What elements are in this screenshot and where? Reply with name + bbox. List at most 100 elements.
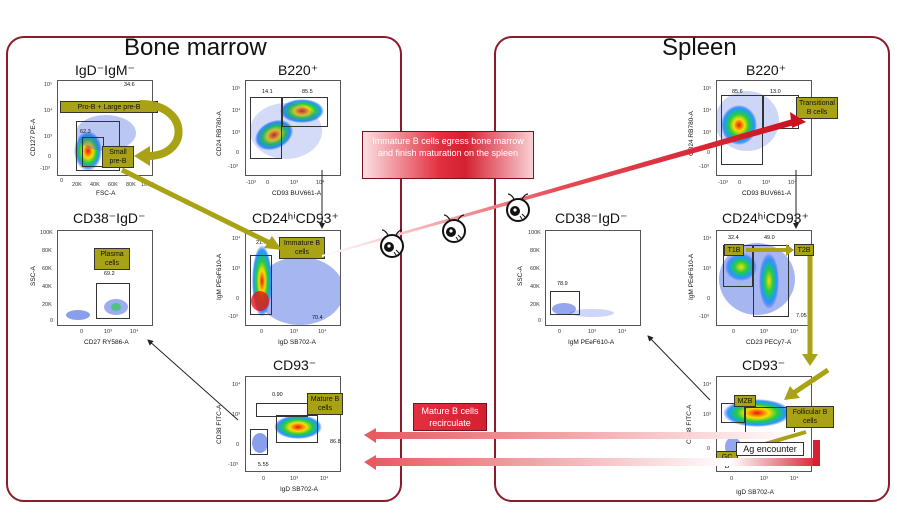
xtick: 10⁴ — [130, 329, 139, 335]
ytick: 10⁴ — [44, 108, 53, 114]
plot-title-sp-cd24: CD24ʰⁱCD93⁺ — [722, 210, 809, 226]
ytick: 10³ — [703, 412, 711, 418]
gate-bm-cd24-immature — [250, 255, 272, 315]
xtick: 80K — [126, 182, 136, 188]
xtick: 10⁴ — [316, 180, 325, 186]
ytick: 10³ — [232, 412, 240, 418]
ytick: 20K — [42, 302, 52, 308]
olive-arrow-to-mzb — [790, 367, 830, 397]
ytick: 10³ — [703, 266, 711, 272]
ytick: 10⁵ — [232, 86, 241, 92]
plot-title-sp-b220: B220⁺ — [746, 62, 787, 78]
pct-bm-cd24-bottom: 70.4 — [312, 315, 323, 321]
ytick: -10³ — [228, 462, 238, 468]
pct-sp-cd24-bottom: 7.05 — [796, 313, 807, 319]
recirc-arrow-1-head — [364, 428, 376, 443]
bone-marrow-title: Bone marrow — [124, 34, 267, 61]
ytick: 10³ — [232, 266, 240, 272]
gate-bm-cd93-mature — [276, 415, 318, 443]
xtick: 0 — [60, 178, 64, 184]
ytick: -10³ — [40, 166, 50, 172]
density-bm-igdigm — [74, 115, 136, 171]
bone-marrow-panel — [6, 36, 402, 502]
density-sp-cd24 — [719, 243, 795, 315]
xlabel-bm-b220: CD93 BUV661-A — [272, 190, 322, 197]
pct-sp-b220-right: 13.0 — [770, 89, 781, 95]
ytick: 0 — [236, 296, 240, 302]
xtick: 40K — [90, 182, 100, 188]
olive-arrow-t2-down-head — [802, 354, 818, 366]
plot-title-bm-b220: B220⁺ — [278, 62, 319, 78]
label-t1b: T1B — [724, 244, 744, 256]
ytick: -10³ — [228, 314, 238, 320]
xlabel-sp-cd38: IgM PEeF610-A — [568, 339, 615, 346]
xtick: 10³ — [760, 476, 768, 482]
ytick: 10⁵ — [44, 82, 53, 88]
pct-sp-b220-left: 85.6 — [732, 89, 743, 95]
ytick: 100K — [40, 230, 53, 236]
ytick: 100K — [528, 230, 541, 236]
xtick: 10⁴ — [790, 476, 799, 482]
xtick: -10³ — [718, 180, 728, 186]
pct-bm-cd24-gate: 21.7 — [256, 240, 267, 246]
olive-arrow-small-to-immature-head — [264, 236, 282, 250]
ytick: 60K — [42, 266, 52, 272]
pct-sp-t1: 32.4 — [728, 235, 739, 241]
ytick: 10³ — [703, 130, 711, 136]
scatter-bm-cd38 — [66, 299, 128, 320]
xtick: -10³ — [246, 180, 256, 186]
xtick: 0 — [730, 476, 734, 482]
density-bm-cd93neg — [252, 415, 322, 453]
pct-bm-cd93-right: 86.8 — [330, 439, 341, 445]
plot-bm-b220 — [245, 80, 341, 176]
xtick: 10⁴ — [618, 329, 627, 335]
recirc-arrow-1 — [372, 432, 800, 439]
pct-sp-cd38: 78.9 — [557, 281, 568, 287]
xlabel-bm-igdigm: FSC-A — [96, 190, 116, 197]
pct-bm-b220-left: 14.1 — [262, 89, 273, 95]
ytick: 10⁴ — [232, 236, 241, 242]
plot-bm-cd93neg — [245, 376, 341, 472]
recirc-arrow-2 — [372, 458, 820, 466]
plot-bm-cd38 — [57, 230, 153, 326]
olive-curve-arrow-head — [134, 146, 150, 166]
gate-bm-b220-right — [282, 97, 328, 127]
ytick: 0 — [236, 442, 240, 448]
xtick: 10³ — [290, 476, 298, 482]
spleen-panel — [494, 36, 890, 502]
migrating-cell-icon — [506, 193, 530, 222]
olive-arrow-t1-t2-head — [786, 244, 794, 256]
gate-sp-mzb — [721, 403, 745, 423]
xtick: 0 — [558, 329, 562, 335]
ytick: 10⁴ — [703, 108, 712, 114]
egress-arrow-head — [790, 112, 806, 128]
ytick: 0 — [707, 150, 711, 156]
ytick: 0 — [48, 154, 52, 160]
ytick: 0 — [236, 150, 240, 156]
pct-bm-igdigm-top: 34.6 — [124, 82, 135, 88]
ytick: 10⁴ — [232, 382, 241, 388]
xtick: 10⁴ — [788, 180, 797, 186]
ytick: 0 — [707, 446, 711, 452]
ytick: 0 — [707, 296, 711, 302]
olive-arrow-to-mzb-head — [784, 386, 800, 400]
xlabel-sp-cd93neg: IgD SB702-A — [736, 489, 774, 496]
xtick: 10⁴ — [320, 476, 329, 482]
xlabel-bm-cd38: CD27 RY586-A — [84, 339, 129, 346]
xtick: 10³ — [290, 329, 298, 335]
pct-bm-b220-right: 85.5 — [302, 89, 313, 95]
label-immature-egress: Immature B cells egress bone marrow and … — [362, 131, 534, 179]
xtick: 0 — [738, 180, 742, 186]
label-transitional-b: Transitional B cells — [796, 97, 838, 119]
ytick: -10³ — [228, 164, 238, 170]
xtick: 10³ — [760, 329, 768, 335]
density-bm-b220 — [250, 99, 324, 159]
black-arrow-sp-cd38 — [647, 335, 711, 401]
ytick: 10³ — [44, 134, 52, 140]
ytick: -10³ — [699, 164, 709, 170]
xtick: 10³ — [762, 180, 770, 186]
label-mzb: MZB — [734, 395, 756, 407]
ytick: 60K — [530, 266, 540, 272]
black-arrow-bm-plasma — [147, 339, 239, 421]
